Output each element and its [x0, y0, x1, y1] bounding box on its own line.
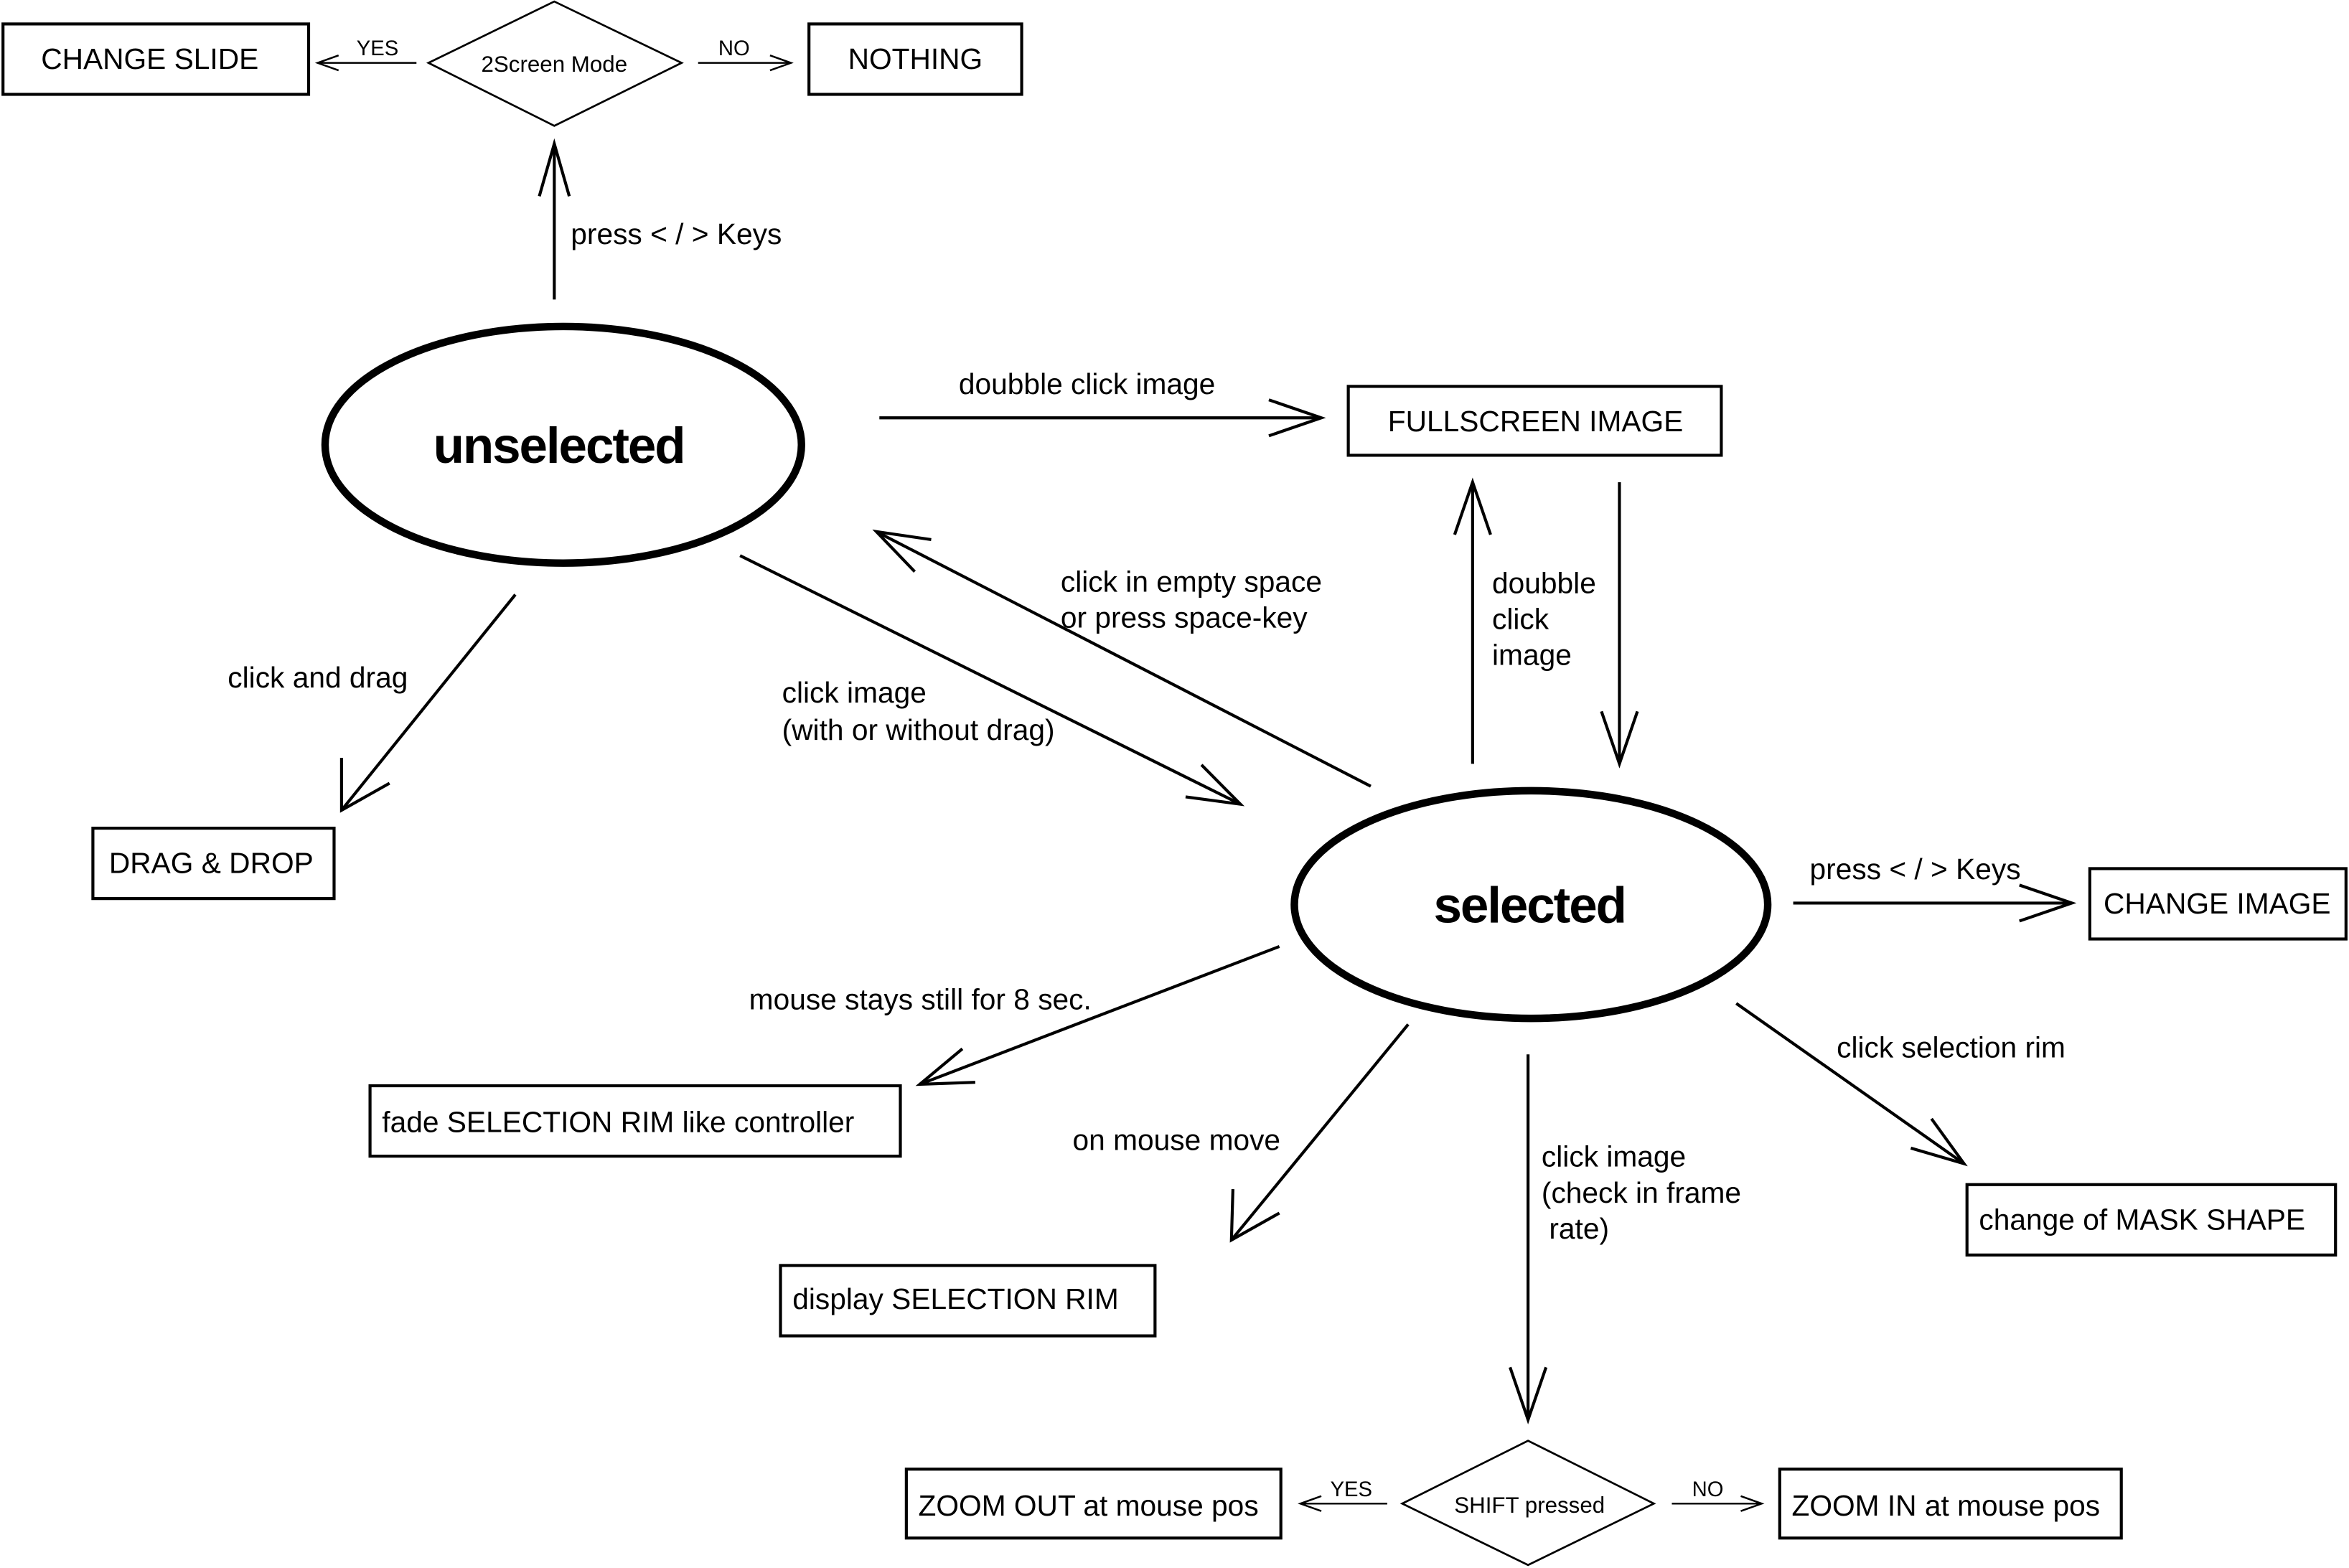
double-click-vertical-line2: click: [1492, 603, 1549, 636]
drag-drop-label: DRAG & DROP: [109, 847, 314, 880]
press-keys-top-label: press < / > Keys: [571, 217, 782, 250]
on-mouse-move-label: on mouse move: [1073, 1124, 1281, 1157]
click-image-down-arrow-head: [1509, 1366, 1548, 1424]
mouse-still-arrow-line: [919, 944, 1280, 1086]
fullscreen-to-selected-arrow-head: [1600, 710, 1639, 769]
two-screen-mode-diamond: [426, 0, 684, 127]
fullscreen-image-box: [1346, 385, 1723, 457]
shift-pressed-diamond: [1399, 1440, 1656, 1567]
fade-rim-label: fade SELECTION RIM like controller: [382, 1106, 854, 1139]
mask-shape-box: [1965, 1183, 2338, 1257]
display-rim-box: [779, 1264, 1157, 1338]
nothing-label: NOTHING: [848, 42, 983, 75]
click-image-frame-line1: click image: [1542, 1140, 1686, 1173]
yes-arrow-bottom-head: [1298, 1495, 1322, 1512]
change-slide-box: [1, 22, 311, 96]
mouse-still-label: mouse stays still for 8 sec.: [749, 983, 1092, 1016]
zoom-out-label: ZOOM OUT at mouse pos: [919, 1489, 1259, 1522]
press-keys-right-arrow-head: [2019, 883, 2077, 923]
zoom-in-label: ZOOM IN at mouse pos: [1791, 1489, 2100, 1522]
click-image-frame-line3: rate): [1549, 1212, 1609, 1245]
selected-to-unselected-arrow-line: [876, 530, 1372, 788]
mouse-move-arrow-head: [1229, 1188, 1280, 1243]
click-selection-rim-label: click selection rim: [1837, 1031, 2066, 1064]
fade-rim-box: [368, 1084, 902, 1158]
shift-pressed-label: SHIFT pressed: [1454, 1493, 1605, 1518]
selected-to-unselected-arrow-head: [872, 529, 932, 573]
click-and-drag-arrow-head: [339, 757, 390, 813]
click-and-drag-arrow-line: [340, 593, 517, 812]
zoom-in-box: [1778, 1468, 2123, 1540]
nothing-box: [807, 22, 1023, 96]
no-arrow-top-head: [769, 55, 794, 72]
selected-state-label: selected: [1434, 878, 1626, 934]
mouse-still-arrow-head: [915, 1047, 975, 1086]
click-and-drag-label: click and drag: [228, 661, 408, 694]
selected-to-fullscreen-arrow-head: [1453, 477, 1492, 535]
top-decision-group: CHANGE SLIDE YES 2Screen Mode NO NOTHING: [1, 0, 1023, 127]
mouse-move-arrow-line: [1230, 1023, 1410, 1241]
two-screen-mode-label: 2Screen Mode: [482, 52, 628, 77]
change-image-label: CHANGE IMAGE: [2104, 887, 2331, 920]
press-keys-up-arrow-head: [538, 138, 571, 197]
click-empty-line2: or press space-key: [1061, 601, 1308, 634]
change-image-box: [2088, 867, 2348, 941]
double-click-vertical-line1: doubble: [1492, 566, 1596, 599]
click-empty-line1: click in empty space: [1061, 565, 1322, 598]
double-click-vertical-line3: image: [1492, 639, 1572, 672]
selected-state: [1290, 787, 1772, 1023]
no-label-top: NO: [718, 37, 750, 60]
drag-drop-box: [91, 826, 336, 901]
yes-label-top: YES: [357, 37, 398, 60]
selection-rim-arrow-line: [1735, 1002, 1965, 1165]
unselected-state-label: unselected: [433, 418, 685, 474]
click-image-line2: (with or without drag): [782, 713, 1055, 746]
selection-rim-arrow-head: [1910, 1117, 1968, 1167]
shift-decision-group: SHIFT pressed YES NO ZOOM OUT at mouse p…: [904, 1440, 2123, 1567]
zoom-out-box: [904, 1468, 1283, 1540]
mask-shape-label: change of MASK SHAPE: [1979, 1203, 2305, 1236]
yes-arrow-top-head: [314, 55, 339, 72]
click-image-line1: click image: [782, 676, 927, 709]
click-image-frame-line2: (check in frame: [1542, 1176, 1741, 1209]
unselected-to-selected-arrow-line: [739, 554, 1242, 806]
fullscreen-image-label: FULLSCREEN IMAGE: [1388, 405, 1684, 438]
press-keys-right-label: press < / > Keys: [1810, 853, 2021, 886]
display-rim-label: display SELECTION RIM: [792, 1282, 1119, 1315]
change-slide-label: CHANGE SLIDE: [41, 42, 258, 75]
no-arrow-bottom-head: [1740, 1495, 1765, 1512]
no-label-bottom: NO: [1692, 1478, 1724, 1501]
unselected-state: [321, 322, 805, 567]
double-click-image-label: doubble click image: [959, 367, 1215, 400]
double-click-arrow-head: [1268, 398, 1326, 438]
unselected-to-selected-arrow-head: [1185, 764, 1245, 807]
yes-label-bottom: YES: [1331, 1478, 1372, 1501]
